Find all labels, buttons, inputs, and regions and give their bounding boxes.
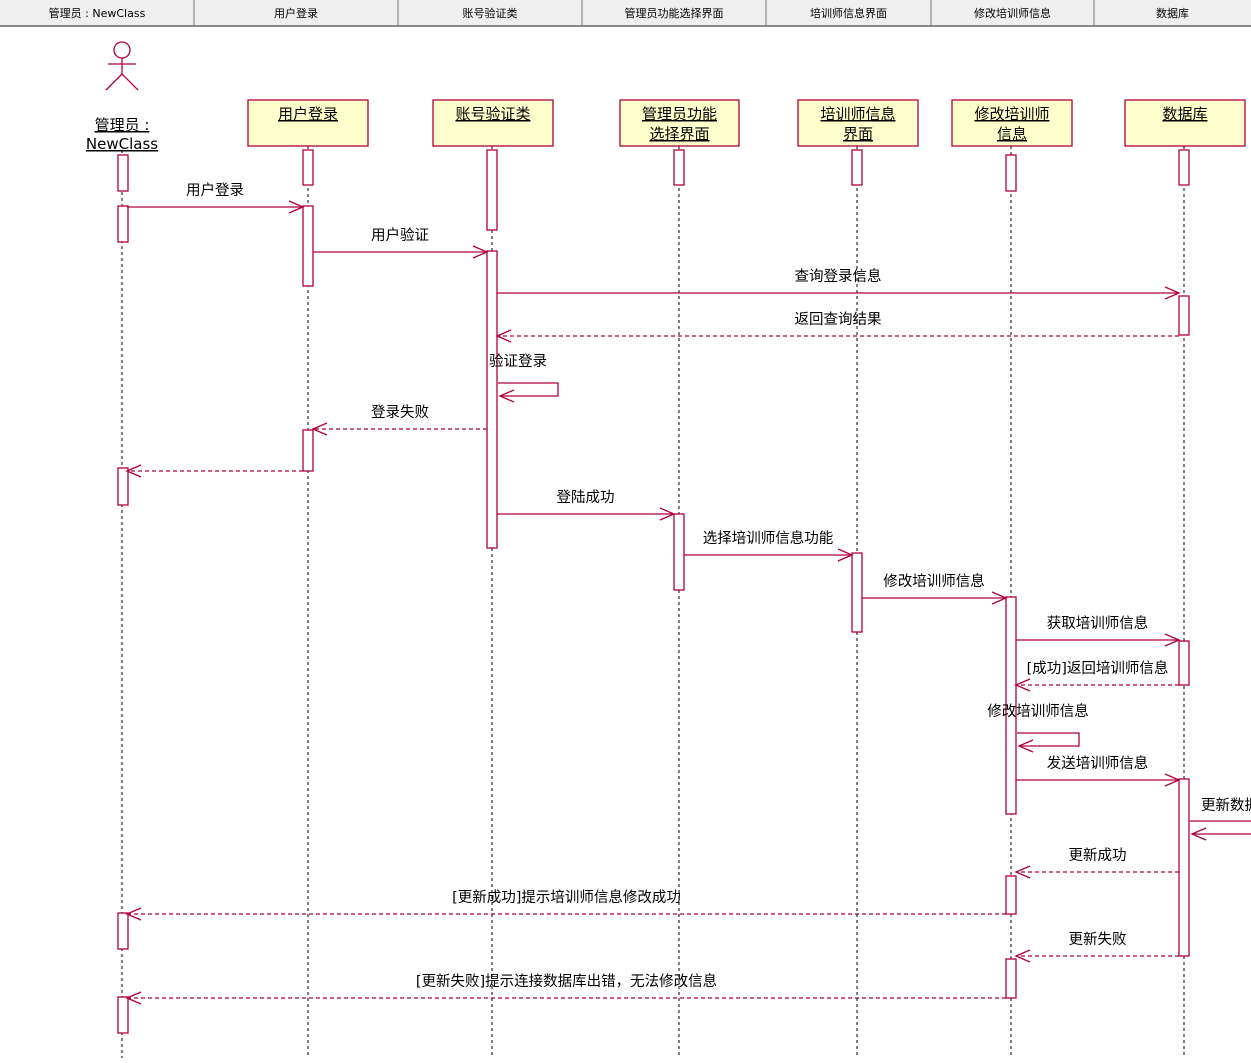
activation-db-18 — [1178, 149, 1190, 186]
message-label: 修改培训师信息 — [883, 573, 985, 590]
message-label: 查询登录信息 — [795, 268, 882, 285]
message-18: [更新失败]提示连接数据库出错，无法修改信息 — [125, 973, 1006, 1005]
message-label: 登陆成功 — [557, 489, 615, 506]
message-12: 修改培训师信息 — [987, 703, 1089, 753]
activation-db-21 — [1178, 778, 1190, 957]
activation-admin-4 — [117, 996, 129, 1034]
message-7: 登陆成功 — [497, 489, 676, 521]
activation-admin-0 — [117, 154, 129, 192]
actor-label-line: NewClass — [86, 135, 158, 153]
object-name-line: 管理员功能 — [642, 105, 717, 123]
message-label: [更新成功]提示培训师信息修改成功 — [452, 889, 681, 906]
message-8: 选择培训师信息功能 — [684, 530, 854, 562]
object-name-line: 账号验证类 — [455, 105, 530, 123]
message-0: 用户登录 — [127, 182, 305, 214]
activation-admin-3 — [117, 912, 129, 950]
header-column-trainer[interactable]: 培训师信息界面 — [810, 6, 887, 20]
object-box-verify[interactable]: 账号验证类 — [432, 99, 554, 147]
header-column-login[interactable]: 用户登录 — [274, 6, 318, 20]
message-label: 获取培训师信息 — [1047, 615, 1149, 632]
message-5: 登录失败 — [311, 404, 487, 436]
header-column-modify[interactable]: 修改培训师信息 — [974, 6, 1051, 20]
activation-menu-11 — [673, 513, 685, 591]
message-label: 更新失败 — [1069, 931, 1127, 948]
message-label: [更新失败]提示连接数据库出错，无法修改信息 — [416, 973, 717, 990]
message-4: 验证登录 — [489, 353, 559, 403]
object-box-trainer[interactable]: 培训师信息界面 — [797, 99, 919, 147]
activation-menu-10 — [673, 149, 685, 186]
object-box-login[interactable]: 用户登录 — [247, 99, 369, 147]
actor-label-line: 管理员 : — [95, 116, 150, 134]
object-name-line: 培训师信息 — [820, 105, 895, 123]
message-label: 用户验证 — [371, 227, 429, 244]
object-name-line: 数据库 — [1162, 105, 1207, 123]
object-box-menu[interactable]: 管理员功能选择界面 — [619, 99, 740, 147]
object-name-line: 修改培训师 — [974, 105, 1049, 123]
activation-trainer-12 — [851, 149, 863, 186]
actor-admin[interactable]: 管理员 :NewClass — [86, 41, 158, 153]
message-17: 更新失败 — [1014, 931, 1179, 963]
message-label: 验证登录 — [489, 353, 547, 370]
message-13: 发送培训师信息 — [1016, 755, 1181, 787]
activation-verify-8 — [486, 149, 498, 231]
message-label: 登录失败 — [371, 404, 429, 421]
actor-stick-figure-icon — [113, 41, 131, 59]
message-label: 选择培训师信息功能 — [703, 530, 834, 547]
activation-modify-17 — [1005, 958, 1017, 999]
header-column-admin[interactable]: 管理员 : NewClass — [49, 6, 146, 20]
message-3: 返回查询结果 — [495, 311, 1179, 343]
message-label: 修改培训师信息 — [987, 703, 1089, 720]
object-box-db[interactable]: 数据库 — [1124, 99, 1246, 147]
header-column-db[interactable]: 数据库 — [1156, 6, 1189, 20]
message-label: 返回查询结果 — [795, 311, 882, 328]
message-6 — [125, 464, 303, 478]
object-name-line: 用户登录 — [278, 105, 338, 123]
header-column-verify[interactable]: 账号验证类 — [463, 6, 518, 20]
message-10: 获取培训师信息 — [1016, 615, 1181, 647]
message-16: [更新成功]提示培训师信息修改成功 — [125, 889, 1006, 921]
message-14: 更新数据 — [1190, 797, 1251, 841]
activation-admin-2 — [117, 467, 129, 506]
activation-admin-1 — [117, 205, 129, 243]
activation-modify-14 — [1005, 154, 1017, 192]
activation-db-19 — [1178, 295, 1190, 336]
message-label: 更新成功 — [1069, 847, 1127, 864]
activation-login-6 — [302, 205, 314, 287]
activation-db-20 — [1178, 640, 1190, 686]
messages: 用户登录用户验证查询登录信息返回查询结果验证登录登录失败登陆成功选择培训师信息功… — [125, 182, 1251, 1005]
message-label: 用户登录 — [186, 182, 244, 199]
message-9: 修改培训师信息 — [862, 573, 1008, 605]
message-label: 发送培训师信息 — [1047, 755, 1149, 772]
message-label: 更新数据 — [1201, 797, 1251, 814]
activation-trainer-13 — [851, 552, 863, 633]
activation-verify-9 — [486, 250, 498, 549]
object-name-line: 信息 — [997, 125, 1027, 143]
lifelines — [121, 146, 1185, 1058]
message-1: 用户验证 — [313, 227, 489, 259]
message-2: 查询登录信息 — [497, 268, 1181, 300]
object-name-line: 选择界面 — [649, 125, 709, 143]
message-15: 更新成功 — [1014, 847, 1179, 879]
activation-login-5 — [302, 149, 314, 186]
activation-login-7 — [302, 429, 314, 472]
actor-body-icon — [105, 58, 139, 91]
object-name-line: 界面 — [843, 125, 873, 143]
header-column-menu[interactable]: 管理员功能选择界面 — [625, 6, 724, 20]
object-box-modify[interactable]: 修改培训师信息 — [951, 99, 1073, 147]
activation-modify-15 — [1005, 596, 1017, 815]
message-label: [成功]返回培训师信息 — [1027, 660, 1169, 677]
activation-bars — [117, 149, 1190, 1034]
column-header-bar: 管理员 : NewClass 用户登录 账号验证类 管理员功能选择界面 培训师信息界面 修… — [0, 0, 1251, 27]
object-boxes: 管理员 :NewClass用户登录账号验证类管理员功能选择界面培训师信息界面修改… — [86, 41, 1246, 153]
message-11: [成功]返回培训师信息 — [1014, 660, 1179, 692]
activation-modify-16 — [1005, 875, 1017, 915]
